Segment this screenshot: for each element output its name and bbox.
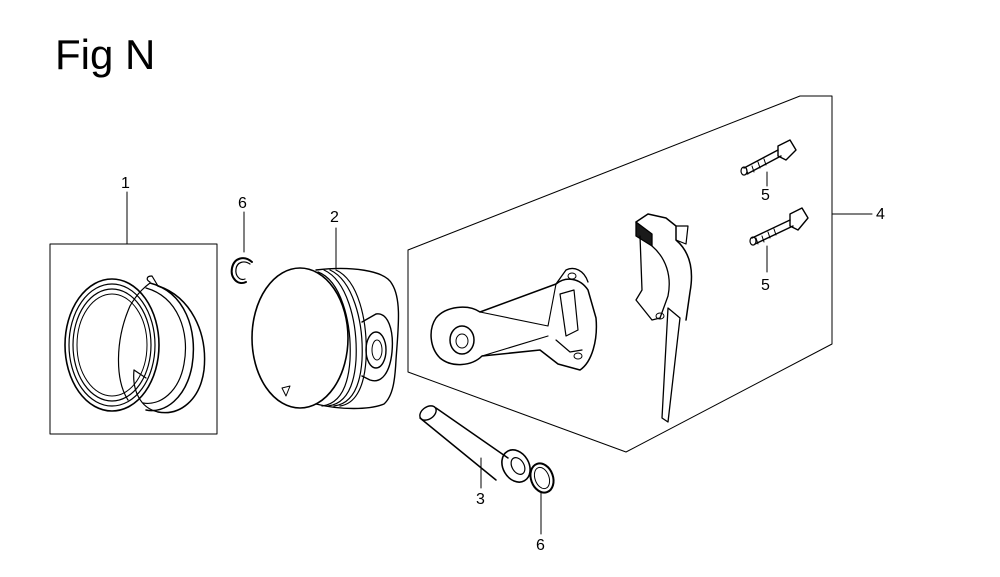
piston-pin bbox=[419, 405, 531, 489]
callout-6-bottom: 6 bbox=[536, 537, 545, 554]
callout-2: 2 bbox=[330, 209, 339, 226]
piston bbox=[251, 227, 400, 410]
callout-1: 1 bbox=[121, 175, 130, 192]
connecting-rod bbox=[430, 267, 598, 371]
callout-6-top: 6 bbox=[238, 195, 247, 212]
figure-title: Fig N bbox=[55, 31, 156, 78]
piston-ring-set bbox=[49, 191, 218, 435]
connecting-rod-assembly bbox=[407, 95, 873, 453]
piston-pin-clip-bottom bbox=[529, 462, 555, 535]
callout-5-upper: 5 bbox=[761, 187, 770, 204]
connecting-rod-bolt-lower bbox=[749, 207, 809, 273]
piston-pin-clip-top bbox=[230, 211, 253, 284]
callout-5-lower: 5 bbox=[761, 277, 770, 294]
connecting-rod-bolt-upper bbox=[740, 139, 797, 187]
callout-3: 3 bbox=[476, 491, 485, 508]
callout-4: 4 bbox=[876, 206, 885, 223]
connecting-rod-cap bbox=[635, 213, 693, 423]
con-rod-box bbox=[407, 95, 833, 453]
ring-set-box bbox=[49, 243, 218, 435]
